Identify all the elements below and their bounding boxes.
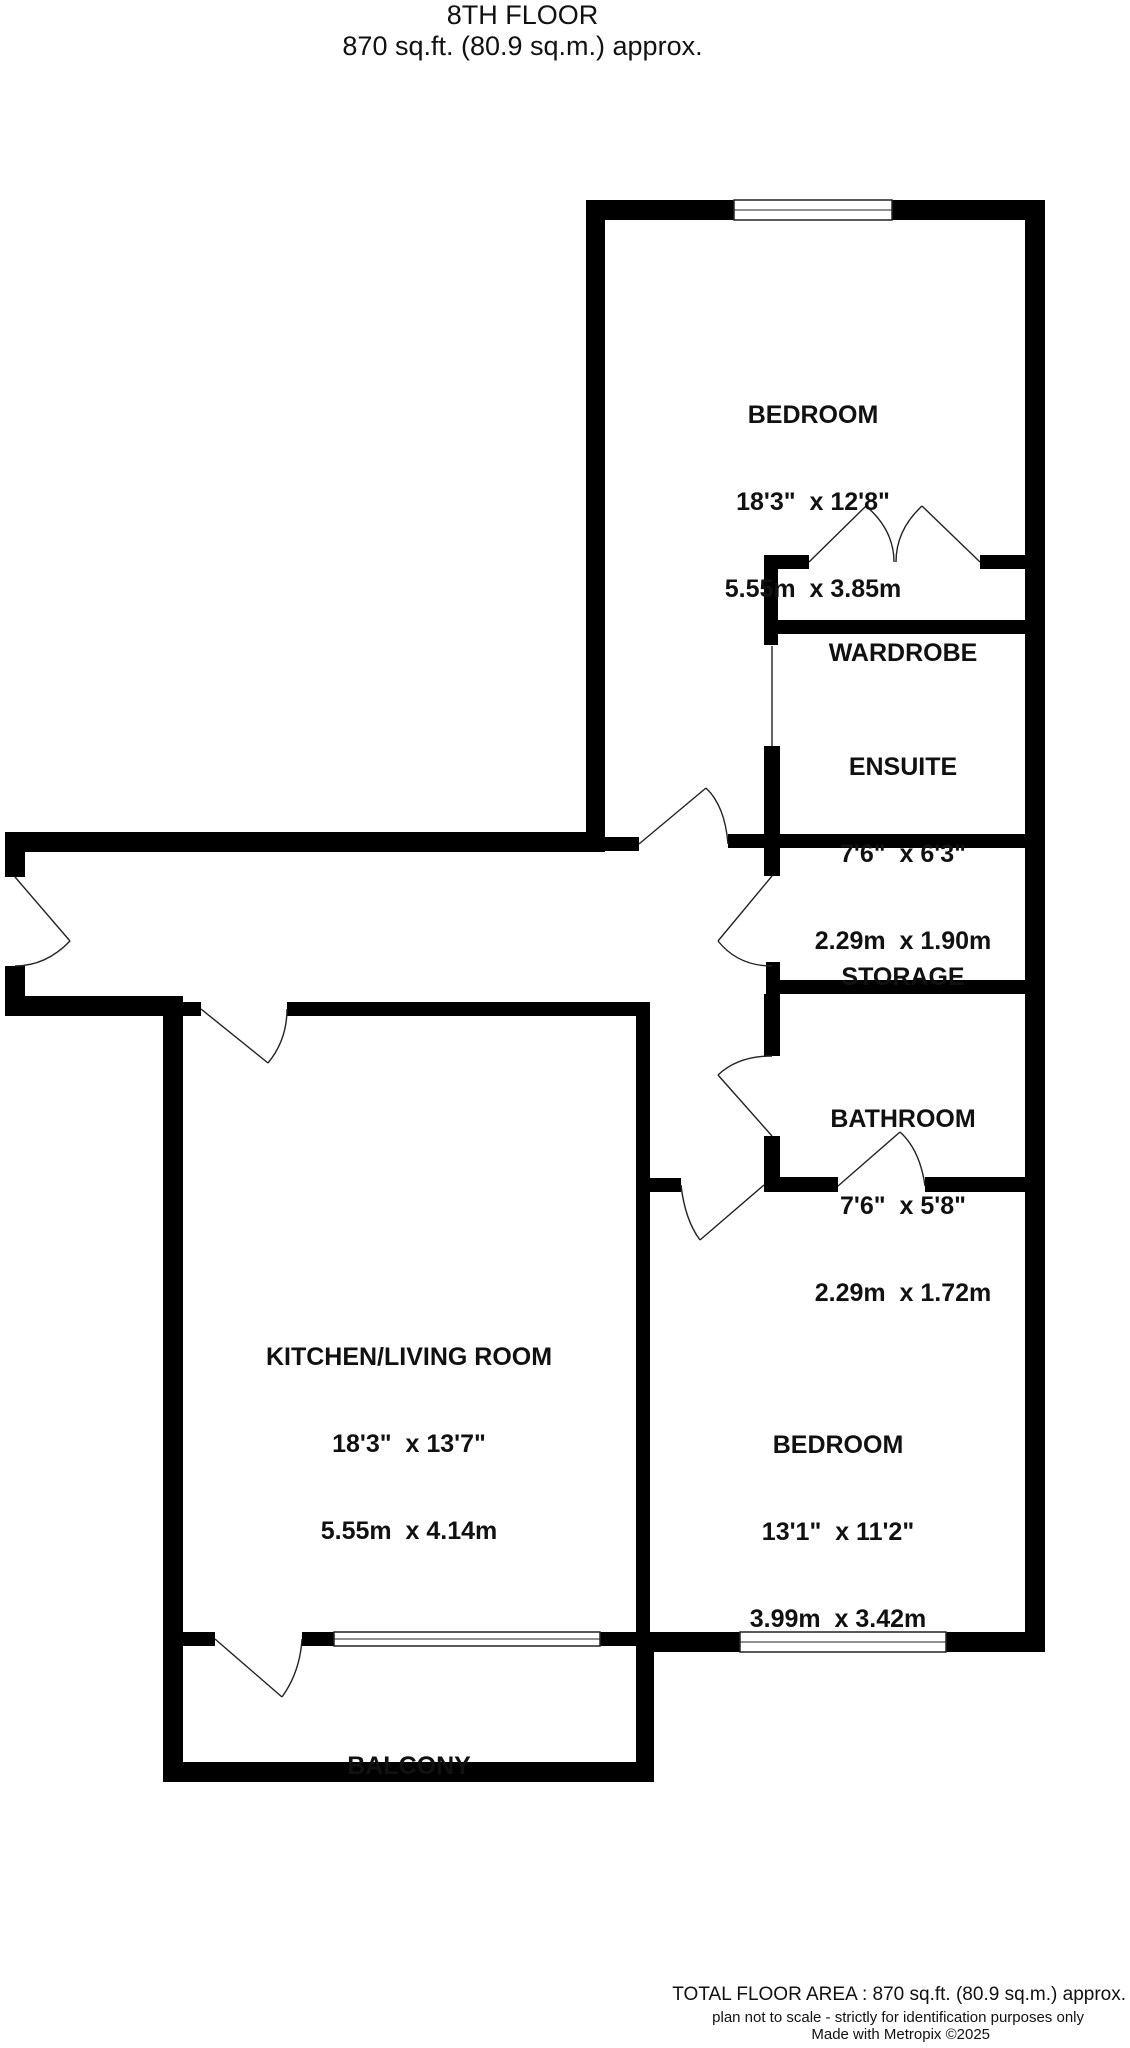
door-kitchen — [200, 1008, 288, 1064]
room-dimensions-metric: 2.29m x 1.72m — [814, 1279, 992, 1307]
room-label-bathroom: BATHROOM 7'6" x 5'8" 2.29m x 1.72m — [815, 1047, 992, 1366]
room-dimensions-imperial: 7'6" x 5'8" — [840, 1192, 966, 1220]
wall — [766, 980, 1025, 994]
room-dimensions-imperial: 18'3" x 12'8" — [736, 488, 890, 516]
wall — [5, 832, 605, 852]
wall — [764, 746, 780, 876]
room-name: BATHROOM — [830, 1105, 976, 1133]
room-name: ENSUITE — [848, 753, 958, 781]
room-label-kitchen-living: KITCHEN/LIVING ROOM 18'3" x 13'7" 5.55m … — [266, 1285, 552, 1604]
wall — [302, 1632, 334, 1646]
wall — [605, 837, 639, 851]
wall — [636, 1640, 654, 1782]
room-dimensions-metric: 5.55m x 3.85m — [724, 575, 902, 603]
wall — [925, 1177, 1025, 1192]
floor-area: 870 sq.ft. (80.9 sq.m.) approx. — [342, 31, 703, 61]
room-name: STORAGE — [841, 963, 965, 991]
doors — [14, 505, 981, 1698]
wall — [764, 1177, 838, 1192]
room-dimensions-metric: 5.55m x 4.14m — [320, 1517, 498, 1545]
door-storage — [717, 875, 773, 967]
wall — [764, 994, 780, 1056]
wall — [163, 1762, 654, 1782]
credit: Made with Metropix ©2025 — [811, 2026, 990, 2043]
wall — [636, 1178, 681, 1192]
wall — [1025, 200, 1045, 1652]
room-name: KITCHEN/LIVING ROOM — [265, 1343, 553, 1371]
wall — [183, 1002, 201, 1016]
wall — [586, 200, 734, 220]
door-entrance — [14, 876, 71, 967]
total-floor-area: TOTAL FLOOR AREA : 870 sq.ft. (80.9 sq.m… — [672, 1984, 1126, 2005]
wall — [980, 555, 1025, 569]
door-wardrobe — [808, 505, 981, 563]
floor-title: 8TH FLOOR — [446, 0, 599, 30]
room-name: WARDROBE — [828, 639, 978, 667]
room-dimensions-imperial: 13'1" x 11'2" — [761, 1518, 915, 1546]
wall — [586, 200, 605, 852]
wall — [287, 1002, 650, 1016]
wall — [5, 996, 183, 1016]
wall — [728, 834, 1025, 848]
door-balcony — [214, 1638, 303, 1698]
room-label-bedroom-1: BEDROOM 18'3" x 12'8" 5.55m x 3.85m — [725, 343, 902, 662]
wall — [5, 832, 25, 877]
room-label-storage: STORAGE — [841, 905, 964, 1050]
window-bedroom-2 — [739, 1631, 947, 1653]
window-bedroom-1 — [733, 199, 893, 221]
door-bathroom — [717, 1055, 773, 1137]
wall — [636, 1632, 740, 1652]
wall — [163, 1632, 215, 1646]
room-label-balcony: BALCONY — [347, 1694, 471, 1839]
wall — [946, 1632, 1045, 1652]
window-kitchen — [333, 1631, 601, 1647]
wall — [163, 1002, 183, 1782]
room-dimensions-imperial: 18'3" x 13'7" — [332, 1430, 486, 1458]
room-dimensions-metric: 3.99m x 3.42m — [749, 1605, 927, 1633]
room-label-wardrobe: WARDROBE — [829, 581, 978, 726]
room-name: BEDROOM — [772, 1431, 904, 1459]
walls — [5, 200, 1045, 1782]
windows — [333, 199, 947, 1653]
wall — [764, 620, 1025, 634]
room-dimensions-metric: 2.29m x 1.90m — [814, 927, 992, 955]
door-bedroom-1 — [638, 787, 729, 845]
disclaimer: plan not to scale - strictly for identif… — [712, 2009, 1084, 2026]
room-name: BALCONY — [347, 1752, 471, 1780]
room-label-bedroom-2: BEDROOM 13'1" x 11'2" 3.99m x 3.42m — [750, 1373, 927, 1692]
room-dimensions-imperial: 7'6" x 6'3" — [840, 840, 966, 868]
door-bedroom-2 — [680, 1184, 765, 1241]
room-name: BEDROOM — [747, 401, 879, 429]
door-bathroom-bedroom — [837, 1131, 926, 1187]
room-label-ensuite: ENSUITE 7'6" x 6'3" 2.29m x 1.90m — [815, 695, 992, 1014]
wall — [636, 1002, 650, 1642]
wall — [892, 200, 1045, 220]
